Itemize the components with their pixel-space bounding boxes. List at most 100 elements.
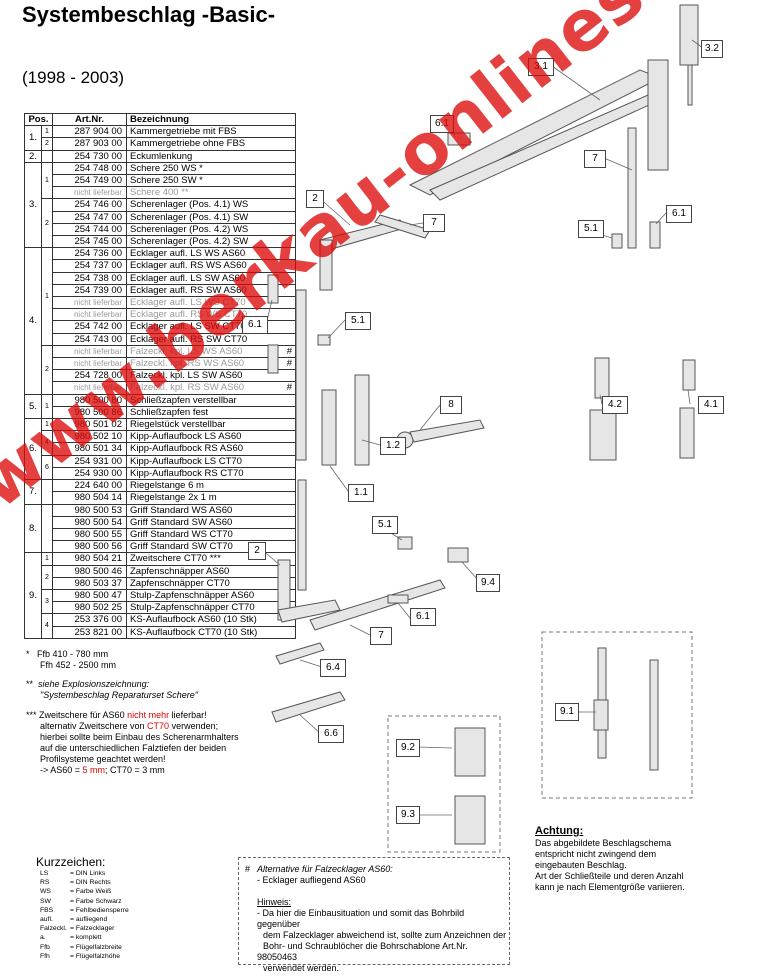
- description-text: Riegelstange 2x 1 m: [130, 492, 217, 504]
- art-nr-cell: 254 745 00: [52, 235, 127, 249]
- description-text: Ecklager aufl. LS SW CT70: [130, 321, 246, 333]
- description-text: Kammergetriebe mit FBS: [130, 126, 237, 138]
- description-text: Zapfenschnäpper AS60: [130, 565, 230, 577]
- description-text: Stulp-Zapfenschnäpper CT70: [130, 602, 255, 614]
- kurzzeichen-value: = komplett: [70, 934, 102, 942]
- part-9-1-plate: [593, 699, 609, 731]
- kurzzeichen-item: a.= komplett: [40, 934, 102, 943]
- description-cell: Kipp-Auflaufbock LS AS60: [126, 430, 296, 444]
- part-bearing-4-1-b: [679, 407, 695, 459]
- part-6-1-top: [447, 132, 471, 146]
- part-6-1-left-b: [267, 344, 279, 374]
- description-cell: Scherenlager (Pos. 4.1) WS: [126, 198, 296, 212]
- description-text: Riegelstange 6 m: [130, 480, 204, 492]
- part-5-1-right: [611, 233, 623, 249]
- description-cell: Falzeckl. kpl. RS WS AS60#: [126, 357, 296, 371]
- description-text: Schere 250 WS *: [130, 162, 203, 174]
- description-cell: Scherenlager (Pos. 4.2) WS: [126, 222, 296, 237]
- description-cell: Kipp-Auflaufbock LS CT70: [126, 454, 296, 468]
- kurzzeichen-item: Ffh= Flügelfalzhöhe: [40, 953, 120, 962]
- part-scissor-bracket: [647, 59, 669, 171]
- description-text: Falzeckl. kpl. RS WS AS60: [130, 358, 245, 370]
- label-4-2: 4.2: [602, 396, 628, 414]
- kurzzeichen-key: WS: [40, 888, 51, 896]
- description-text: Scherenlager (Pos. 4.1) SW: [130, 211, 249, 223]
- kurzzeichen-value: = Flügelfalzbreite: [70, 943, 122, 951]
- label-9-3: 9.3: [396, 806, 420, 824]
- description-cell: KS-Auflaufbock CT70 (10 Stk): [126, 625, 296, 639]
- art-nr-cell: nicht lieferbar: [52, 357, 127, 371]
- description-text: Kipp-Auflaufbock RS AS60: [130, 443, 244, 455]
- art-nr-cell: 980 500 47: [52, 588, 127, 603]
- description-text: Ecklager aufl. RS WS CT70: [130, 309, 248, 321]
- description-cell: Falzeckl. kpl. LS SW AS60: [126, 369, 296, 383]
- kurzzeichen-item: aufl.= aufliegend: [40, 916, 107, 925]
- label-6-1-top: 6.1: [430, 115, 454, 133]
- kurzzeichen-value: = DIN Links: [70, 870, 106, 877]
- description-text: Ecklager aufl. LS WS CT70: [130, 297, 246, 309]
- art-nr-cell: 254 930 00: [52, 466, 127, 481]
- label-7-mid: 7: [423, 214, 445, 232]
- description-cell: Griff Standard WS CT70: [126, 527, 296, 542]
- part-pin: [687, 64, 693, 106]
- description-text: Schere 250 SW *: [130, 175, 203, 187]
- description-cell: Scherenlager (Pos. 4.1) SW: [126, 210, 296, 224]
- alt-line1: Alternative für Falzecklager AS60:: [257, 864, 393, 874]
- description-cell: Kammergetriebe ohne FBS: [126, 137, 296, 151]
- part-5-1-mid: [317, 334, 331, 346]
- label-2-bottom: 2: [248, 542, 266, 560]
- part-6-1-right: [649, 221, 661, 249]
- description-cell: Griff Standard WS AS60: [126, 503, 296, 517]
- description-text: Schließzapfen fest: [130, 406, 209, 418]
- part-9-4: [447, 547, 469, 563]
- label-6-1-left: 6.1: [242, 316, 268, 334]
- kurzzeichen-key: Ffb: [40, 943, 50, 951]
- alt-line2: - Ecklager aufliegend AS60: [257, 875, 366, 885]
- art-nr-cell: 254 931 00: [52, 454, 127, 468]
- kurzzeichen-value: = Flügelfalzhöhe: [70, 952, 121, 960]
- description-cell: Kipp-Auflaufbock RS AS60: [126, 442, 296, 456]
- art-nr-cell: 253 821 00: [52, 625, 127, 639]
- description-cell: Schere 400 **: [126, 186, 296, 200]
- kurzzeichen-value: = Fehlbediensperre: [70, 906, 129, 914]
- kurzzeichen-value: = aufliegend: [70, 916, 108, 923]
- label-5-1-mid: 5.1: [345, 312, 371, 330]
- alternative-box: # Alternative für Falzecklager AS60: - E…: [238, 857, 510, 973]
- page-title: Systembeschlag -Basic-: [22, 2, 276, 27]
- part-strip-bottom: [297, 479, 307, 591]
- dashbox-9-2-3: [387, 715, 501, 853]
- description-cell: Kipp-Auflaufbock RS CT70: [126, 466, 296, 481]
- part-rod-flat: [374, 214, 431, 239]
- art-nr-cell: nicht lieferbar: [52, 186, 127, 200]
- kurzzeichen-item: Ffb = Flügelfalzbreite: [40, 944, 122, 953]
- part-6-4: [275, 642, 325, 665]
- description-text: Griff Standard WS CT70: [130, 528, 233, 540]
- description-text: Kipp-Auflaufbock LS CT70: [130, 455, 242, 467]
- part-corner-bottom: [277, 599, 341, 623]
- hinweis-1: - Da hier die Einbausituation und somit …: [257, 908, 465, 929]
- description-cell: Griff Standard SW AS60: [126, 515, 296, 529]
- label-3-1: 3.1: [528, 58, 554, 76]
- achtung-note: Achtung: Das abgebildete Beschlagschema …: [535, 826, 735, 893]
- hinweis-2: dem Falzecklager abweichend ist, sollte …: [263, 930, 507, 940]
- description-text: Ecklager aufl. RS SW AS60: [130, 284, 247, 296]
- pos-cell: 2.: [24, 149, 42, 163]
- description-cell: Stulp-Zapfenschnäpper AS60: [126, 588, 296, 603]
